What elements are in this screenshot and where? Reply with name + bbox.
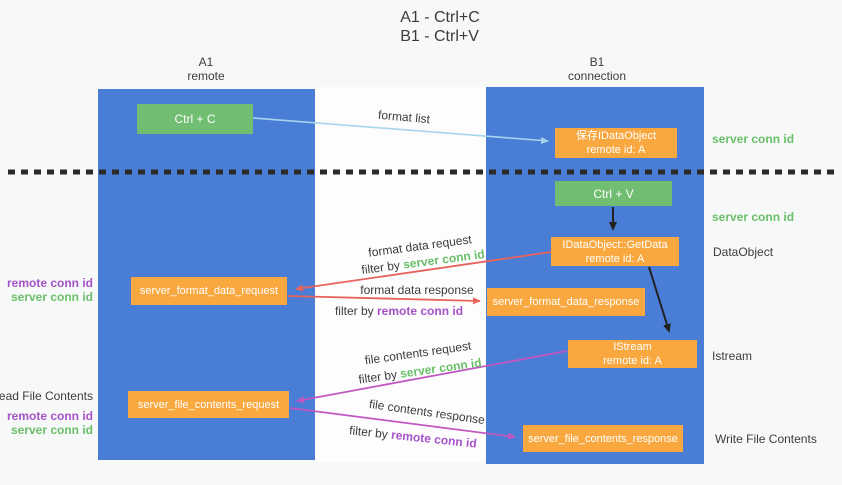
istream-line2: remote id: A <box>603 355 662 367</box>
save-idataobject-line1: 保存IDataObject <box>575 130 657 142</box>
getdata-box: IDataObject::GetData remote id: A <box>551 237 679 266</box>
server-file-contents-request-box: server_file_contents_request <box>128 391 289 418</box>
lane-b1-role: connection <box>567 69 627 83</box>
read-file-contents-label: Read File Contents <box>0 389 93 403</box>
server-format-data-response-label: server_format_data_response <box>492 296 640 308</box>
format-data-response-label: format data response <box>360 283 474 297</box>
server-format-data-response-box: server_format_data_response <box>487 288 645 316</box>
remote-conn-id-label-bottom-left: remote conn id <box>6 409 93 423</box>
server-file-contents-response-box: server_file_contents_response <box>523 425 683 452</box>
getdata-line1: IDataObject::GetData <box>562 238 668 251</box>
title-line-2: B1 - Ctrl+V <box>400 28 479 45</box>
server-conn-id-label-mid-right: server conn id <box>712 210 795 224</box>
server-file-contents-request-label: server_file_contents_request <box>137 398 280 411</box>
lane-b1-name: B1 <box>589 55 605 69</box>
server-conn-id-label-top-left: server conn id <box>10 290 93 304</box>
remote-conn-id-term: remote conn id <box>377 304 464 318</box>
filter-by-text: filter by <box>334 304 374 318</box>
write-file-contents-label: Write File Contents <box>715 432 817 446</box>
server-conn-id-label-bottom-left: server conn id <box>10 423 93 437</box>
lane-a1-role: remote <box>187 69 225 83</box>
server-conn-id-label-top-right: server conn id <box>712 132 795 146</box>
title-line-1: A1 - Ctrl+C <box>400 9 480 26</box>
server-file-contents-response-label: server_file_contents_response <box>528 432 678 445</box>
ctrl-v-box: Ctrl + V <box>555 181 672 206</box>
istream-side-label: Istream <box>712 349 753 363</box>
ctrl-v-label: Ctrl + V <box>593 186 634 201</box>
ctrl-c-box: Ctrl + C <box>137 104 253 134</box>
save-idataobject-line2: remote id: A <box>586 144 646 156</box>
diagram-title: A1 - Ctrl+C B1 - Ctrl+V <box>400 8 480 46</box>
lane-a1-name: A1 <box>198 55 214 69</box>
getdata-line2: remote id: A <box>585 252 645 265</box>
server-format-data-request-label: server_format_data_request <box>139 285 279 297</box>
lane-header-b1: B1 connection <box>568 55 626 83</box>
lane-header-a1: A1 remote <box>187 55 224 83</box>
ctrl-c-label: Ctrl + C <box>174 112 216 126</box>
server-format-data-request-box: server_format_data_request <box>131 277 287 305</box>
istream-box: IStream remote id: A <box>568 340 697 368</box>
save-idataobject-box: 保存IDataObject remote id: A <box>555 128 677 158</box>
istream-line1: IStream <box>613 341 652 353</box>
filter-by-remote-conn-id-label-1: filter by remote conn id <box>335 304 463 318</box>
dataobject-label: DataObject <box>713 245 774 259</box>
remote-conn-id-label-top-left: remote conn id <box>6 276 93 290</box>
